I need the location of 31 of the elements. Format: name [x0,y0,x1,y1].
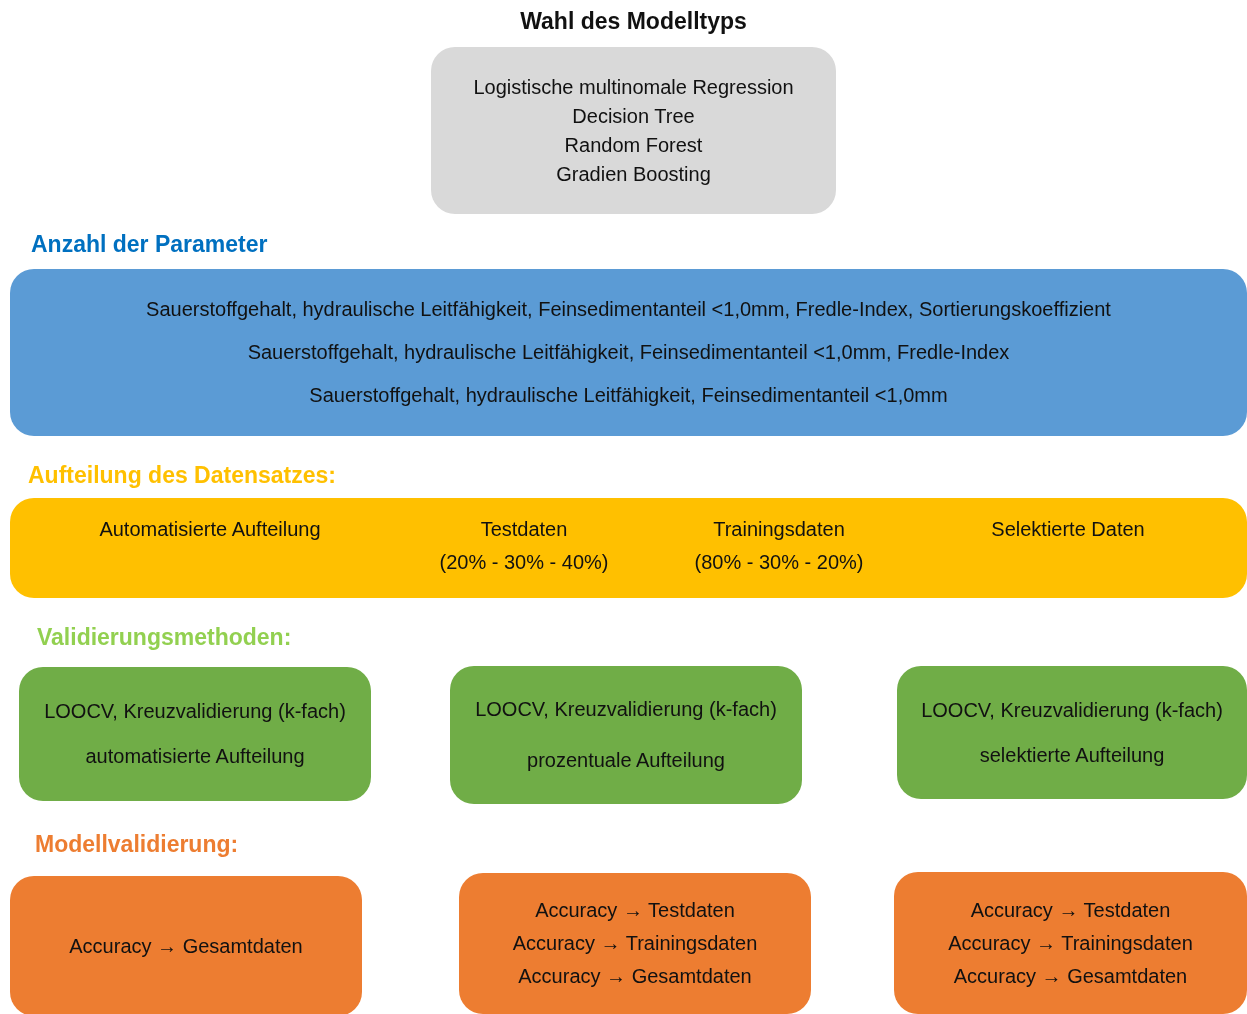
box-text: LOOCV, Kreuzvalidierung (k-fach) [475,698,777,721]
section-heading: Modellvalidierung: [35,831,239,858]
box-text: Sauerstoffgehalt, hydraulische Leitfähigkeit, Feinsedimentanteil <1,0mm, Fredle-Index, Sortierungskoeffizient [146,298,1111,321]
box-text: automatisierte Aufteilung [85,745,305,768]
box-text: Accuracy → Gesamtdaten [518,965,752,988]
box-text: selektierte Aufteilung [979,743,1165,767]
box-text: Accuracy → Gesamtdaten [953,964,1188,988]
section-heading: Validierungsmethoden: [37,624,292,651]
box-text: Sauerstoffgehalt, hydraulische Leitfähigkeit, Feinsedimentanteil <1,0mm [309,384,948,407]
box-text: (20% - 30% - 40%) [439,551,609,574]
box-text: (80% - 30% - 20%) [694,551,864,574]
box-text: Accuracy → Gesamtdaten [69,934,303,958]
box-text: Trainingsdaten [712,518,846,541]
box-text: Logistische multinomale Regression [473,75,794,99]
section-heading: Anzahl der Parameter [31,231,268,258]
box-text: Sauerstoffgehalt, hydraulische Leitfähigkeit, Feinsedimentanteil <1,0mm, Fredle-Index [247,341,1010,364]
section-heading: Aufteilung des Datensatzes: [28,462,336,489]
section-heading: Wahl des Modelltyps [520,8,747,35]
box-text: Testdaten [479,518,569,541]
box-text: Automatisierte Aufteilung [99,518,321,541]
box-text: Accuracy → Testdaten [970,898,1171,922]
box-text: LOOCV, Kreuzvalidierung (k-fach) [921,698,1223,722]
box-text: Gradien Boosting [556,162,711,186]
box-text: Accuracy → Testdaten [535,899,735,922]
box-text: Decision Tree [572,104,695,128]
box-text: Random Forest [564,133,703,157]
box-text: Selektierte Daten [991,518,1145,541]
box-text: prozentuale Aufteilung [527,749,725,772]
box-text: Accuracy → Trainingsdaten [512,932,758,955]
box-text: LOOCV, Kreuzvalidierung (k-fach) [44,700,346,723]
box-text: Accuracy → Trainingsdaten [948,931,1193,955]
